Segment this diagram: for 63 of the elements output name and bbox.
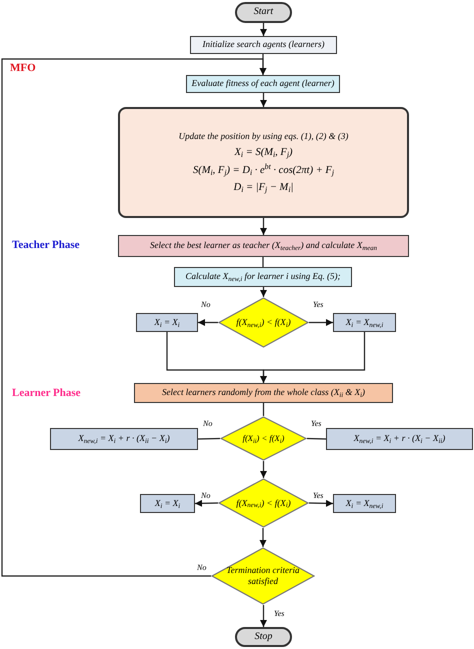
node-text: X$_{i}$ = X$_{new,i}$ <box>346 498 384 510</box>
node-text: X$_{new,i}$ = X$_{i}$ + r · (X$_{ii}$ − X$_{i}$) <box>78 433 170 445</box>
node-text: Initialize search agents (learners) <box>202 39 324 51</box>
process-box <box>118 235 409 257</box>
equation: X$_{i}$ = S(M$_{i}$, F$_{j}$) <box>234 146 292 160</box>
section-label: Learner Phase <box>12 388 81 399</box>
arrow <box>308 500 334 507</box>
process-box <box>118 107 409 218</box>
decision-text: f(X$_{new,i}$) < f(X$_{i}$) <box>235 317 292 328</box>
process-box <box>186 75 340 93</box>
arrow <box>260 93 267 107</box>
equation: S(M$_{i}$, F$_{j}$) = D$_{i}$ · e$^{bt}$ · cos(2πt) + F$_{j}$ <box>192 164 334 177</box>
process-box <box>134 383 393 403</box>
connector-line <box>262 403 264 416</box>
arrow <box>1 58 266 577</box>
arrow <box>260 528 266 547</box>
process-box <box>190 36 337 54</box>
node-text: X$_{i}$ = X$_{i}$ <box>154 316 180 328</box>
stop-terminal <box>235 627 292 647</box>
arrow <box>194 500 218 507</box>
connector-line <box>262 257 264 267</box>
process-box <box>174 267 352 287</box>
edge-label: No <box>196 564 208 572</box>
arrow <box>260 287 267 297</box>
process-box <box>333 494 396 513</box>
section-label: MFO <box>10 63 36 74</box>
edge-label: Yes <box>310 420 322 428</box>
process-box <box>136 313 198 332</box>
equation: D$_{i}$ = |F$_{j}$ − M$_{i}$| <box>234 180 294 194</box>
edge-label: Yes <box>273 610 286 618</box>
node-text: Start <box>254 6 274 19</box>
node-text: X$_{i}$ = X$_{i}$ <box>154 498 180 510</box>
edge-label: Yes <box>312 492 324 500</box>
edge-label: No <box>200 492 212 500</box>
edge-label: Yes <box>312 301 324 309</box>
node-text: Update the position by using eqs. (1), (2) & (3) <box>178 131 348 142</box>
arrow <box>198 319 218 326</box>
node-text: Select learners randomly from the whole class (X$_{ii}$ & X$_{i}$) <box>162 387 366 399</box>
connector-line <box>306 438 326 440</box>
arrow <box>309 319 333 326</box>
node-text: Evaluate fitness of each agent (learner) <box>192 78 334 90</box>
arrow <box>260 23 267 36</box>
process-box <box>333 313 396 332</box>
node-text: X$_{new,i}$ = X$_{i}$ + r · (X$_{i}$ − X$_{ii}$) <box>354 433 446 445</box>
process-box <box>140 494 195 513</box>
connector-line <box>198 438 220 440</box>
section-label: Teacher Phase <box>12 240 80 251</box>
arrow <box>260 605 267 627</box>
node-text: Stop <box>254 630 272 644</box>
decision-text: f(X$_{new,i}$) < f(X$_{i}$) <box>235 498 292 508</box>
edge-label: No <box>200 301 212 309</box>
node-text: Select the best learner as teacher (X$_{teacher}$) and calculate X$_{mean}$ <box>150 240 378 252</box>
node-text: Calculate X$_{new,i}$ for learner i using Eq. (5); <box>186 271 340 283</box>
process-box <box>326 428 473 450</box>
arrow <box>260 218 267 235</box>
edge-label: No <box>202 420 214 428</box>
start-terminal <box>235 2 292 23</box>
arrow <box>260 461 267 478</box>
arrow <box>260 332 366 383</box>
decision-text: Termination criteria satisfied <box>226 565 300 587</box>
node-text: X$_{i}$ = X$_{new,i}$ <box>346 316 384 328</box>
decision-text: f(X$_{ii}$) < f(X$_{i}$) <box>242 433 286 444</box>
process-box <box>50 428 198 450</box>
